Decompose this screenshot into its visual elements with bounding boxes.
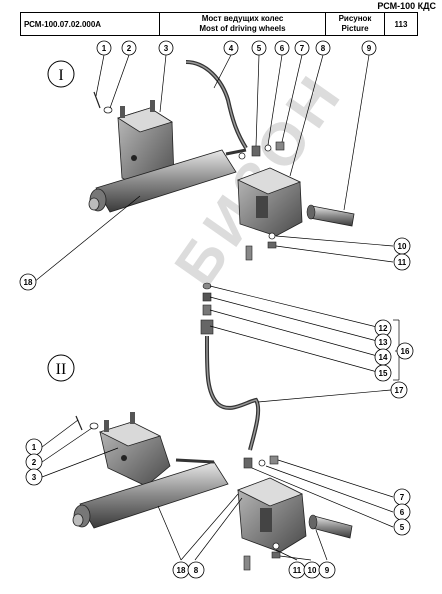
callout-13: 13 [374, 333, 392, 351]
title-block: РСМ-100.07.02.000А Мост ведущих колес Mo… [20, 12, 418, 36]
picture-label-ru: Рисунок [338, 14, 372, 23]
callout-1b: 1 [25, 438, 43, 456]
svg-text:8: 8 [321, 44, 326, 53]
svg-text:17: 17 [395, 386, 404, 395]
svg-text:10: 10 [398, 242, 407, 251]
hydraulic-cylinder-2 [72, 458, 229, 529]
svg-text:6: 6 [400, 508, 405, 517]
svg-text:16: 16 [401, 347, 410, 356]
pin-2 [308, 514, 353, 539]
leader-lines [33, 54, 400, 561]
callouts: 1 2 3 4 5 6 7 8 9 10 11 18 12 13 14 15 1… [19, 40, 414, 579]
middle-fittings [200, 282, 214, 335]
svg-text:3: 3 [164, 44, 169, 53]
svg-text:7: 7 [300, 44, 305, 53]
view-label-1: I [47, 60, 75, 88]
bolts-2 [243, 542, 281, 571]
callout-6b: 6 [393, 503, 411, 521]
picture-number: 113 [384, 12, 418, 36]
callout-9a: 9 [361, 40, 377, 56]
hose-2 [204, 335, 261, 451]
svg-text:9: 9 [325, 566, 330, 575]
view-2-parts [72, 412, 353, 571]
view-label-2: II [47, 354, 75, 382]
svg-text:14: 14 [379, 353, 388, 362]
svg-text:2: 2 [127, 44, 132, 53]
picture-label-en: Picture [341, 24, 369, 33]
callout-18a: 18 [19, 273, 37, 291]
svg-text:1: 1 [32, 443, 37, 452]
corner-note: РСМ-100 КДС [377, 1, 436, 11]
picture-label: Рисунок Picture [325, 12, 385, 36]
fittings-1 [238, 141, 285, 160]
callout-7b: 7 [393, 488, 411, 506]
svg-text:4: 4 [229, 44, 234, 53]
svg-text:6: 6 [280, 44, 285, 53]
title-ru: Мост ведущих колес [201, 14, 284, 23]
pin-1 [306, 204, 355, 227]
svg-text:15: 15 [379, 369, 388, 378]
hose-1 [185, 60, 248, 150]
callout-2b: 2 [25, 453, 43, 471]
title-en: Most of driving wheels [199, 24, 286, 33]
callout-5a: 5 [251, 40, 267, 56]
callout-1a: 1 [96, 40, 112, 56]
callout-3a: 3 [158, 40, 174, 56]
callout-17: 17 [390, 381, 408, 399]
callout-7a: 7 [294, 40, 310, 56]
svg-text:3: 3 [32, 473, 37, 482]
svg-text:1: 1 [102, 44, 107, 53]
svg-text:2: 2 [32, 458, 37, 467]
svg-text:18: 18 [177, 566, 186, 575]
callout-16: 16 [396, 342, 414, 360]
hydraulic-cylinder-1 [88, 148, 247, 213]
fittings-2 [243, 455, 279, 469]
callout-9b: 9 [318, 561, 336, 579]
svg-text:5: 5 [400, 523, 405, 532]
callout-11b: 11 [288, 561, 306, 579]
callout-8a: 8 [315, 40, 331, 56]
callout-11a: 11 [393, 253, 411, 271]
svg-text:5: 5 [257, 44, 262, 53]
callout-18b: 18 [172, 561, 190, 579]
callout-5b: 5 [393, 518, 411, 536]
view-1-parts [88, 60, 355, 261]
callout-14: 14 [374, 348, 392, 366]
svg-text:10: 10 [308, 566, 317, 575]
svg-text:13: 13 [379, 338, 388, 347]
callout-4: 4 [223, 40, 239, 56]
drawing-title: Мост ведущих колес Most of driving wheel… [159, 12, 326, 36]
svg-text:9: 9 [367, 44, 372, 53]
right-bracket-1 [236, 167, 303, 237]
svg-text:7: 7 [400, 493, 405, 502]
callout-10b: 10 [303, 561, 321, 579]
callout-8b: 8 [187, 561, 205, 579]
left-bracket-2 [98, 412, 171, 487]
callout-15: 15 [374, 364, 392, 382]
svg-text:8: 8 [194, 566, 199, 575]
svg-text:11: 11 [398, 258, 407, 267]
svg-text:11: 11 [293, 566, 302, 575]
bolts-1 [245, 232, 277, 261]
svg-text:18: 18 [24, 278, 33, 287]
callout-10a: 10 [393, 237, 411, 255]
drawing-code: РСМ-100.07.02.000А [20, 12, 160, 36]
svg-text:12: 12 [379, 324, 388, 333]
callout-6a: 6 [274, 40, 290, 56]
callout-3b: 3 [25, 468, 43, 486]
right-bracket-2 [237, 477, 307, 553]
svg-text:II: II [56, 361, 67, 378]
callout-2a: 2 [121, 40, 137, 56]
svg-text:I: I [58, 67, 63, 84]
